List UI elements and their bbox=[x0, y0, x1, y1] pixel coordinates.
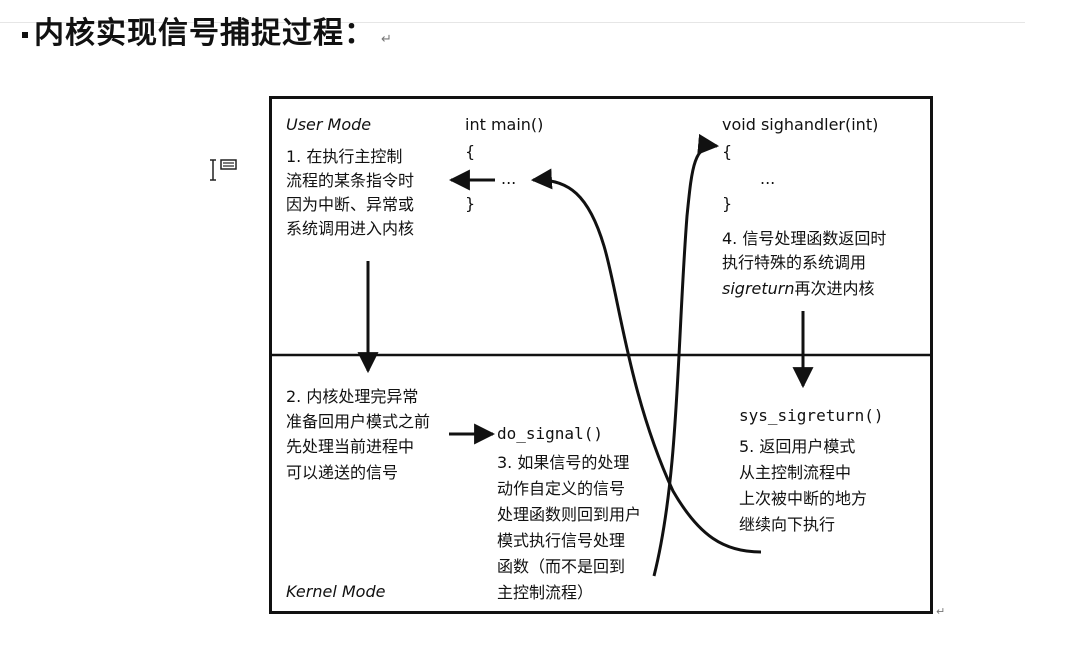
step3-line-2: 动作自定义的信号 bbox=[497, 479, 625, 498]
step1-line-1: 1. 在执行主控制 bbox=[286, 147, 402, 166]
handler-code-line-4: } bbox=[722, 194, 732, 213]
arrow-dosignal-to-handler bbox=[652, 133, 720, 577]
arrow-step5-to-main bbox=[530, 168, 762, 554]
step1-line-3: 因为中断、异常或 bbox=[286, 195, 414, 214]
paragraph-mark-icon: ↵ bbox=[381, 32, 393, 47]
user-mode-label: User Mode bbox=[286, 115, 371, 134]
step2-line-4: 可以递送的信号 bbox=[286, 463, 398, 482]
handler-code-line-2: { bbox=[722, 142, 732, 161]
do-signal-label: do_signal() bbox=[497, 424, 603, 443]
step3-line-6: 主控制流程） bbox=[497, 583, 593, 602]
main-code-line-4: } bbox=[465, 194, 475, 213]
bullet-icon bbox=[22, 31, 28, 38]
signal-catch-diagram: User Mode Kernel Mode int main() { ... }… bbox=[269, 96, 933, 614]
main-code-line-1: int main() bbox=[465, 115, 543, 134]
step3-line-1: 3. 如果信号的处理 bbox=[497, 453, 629, 472]
step1-line-4: 系统调用进入内核 bbox=[286, 219, 414, 238]
main-code-line-3: ... bbox=[501, 169, 516, 188]
step3-line-5: 函数（而不是回到 bbox=[497, 557, 625, 576]
section-heading: 内核实现信号捕捉过程： ↵ bbox=[22, 8, 393, 52]
step4-line-3: sigreturn再次进内核 bbox=[722, 279, 875, 298]
step4-line-2: 执行特殊的系统调用 bbox=[722, 253, 866, 272]
handler-code-line-3: ... bbox=[760, 169, 775, 188]
step3-line-3: 处理函数则回到用户 bbox=[497, 505, 641, 524]
kernel-mode-label: Kernel Mode bbox=[286, 582, 386, 601]
heading-text: 内核实现信号捕捉过程： bbox=[34, 16, 375, 51]
step5-line-3: 上次被中断的地方 bbox=[739, 489, 867, 508]
step2-line-3: 先处理当前进程中 bbox=[286, 437, 414, 456]
top-divider-line bbox=[0, 22, 1025, 23]
step3-line-4: 模式执行信号处理 bbox=[497, 531, 625, 550]
step1-line-2: 流程的某条指令时 bbox=[286, 171, 414, 190]
step5-line-2: 从主控制流程中 bbox=[739, 463, 851, 482]
step5-line-1: 5. 返回用户模式 bbox=[739, 437, 855, 456]
step4-line-1: 4. 信号处理函数返回时 bbox=[722, 229, 886, 248]
main-code-line-2: { bbox=[465, 142, 475, 161]
step5-line-4: 继续向下执行 bbox=[739, 515, 835, 534]
step2-line-1: 2. 内核处理完异常 bbox=[286, 387, 418, 406]
handler-code-line-1: void sighandler(int) bbox=[722, 115, 878, 134]
sys-sigreturn-label: sys_sigreturn() bbox=[739, 406, 884, 425]
paragraph-mark-icon: ↵ bbox=[936, 605, 946, 618]
step2-line-2: 准备回用户模式之前 bbox=[286, 412, 430, 431]
step4-tail: 再次进内核 bbox=[795, 279, 875, 298]
text-cursor-icon bbox=[210, 159, 237, 181]
sigreturn-word: sigreturn bbox=[722, 279, 795, 298]
